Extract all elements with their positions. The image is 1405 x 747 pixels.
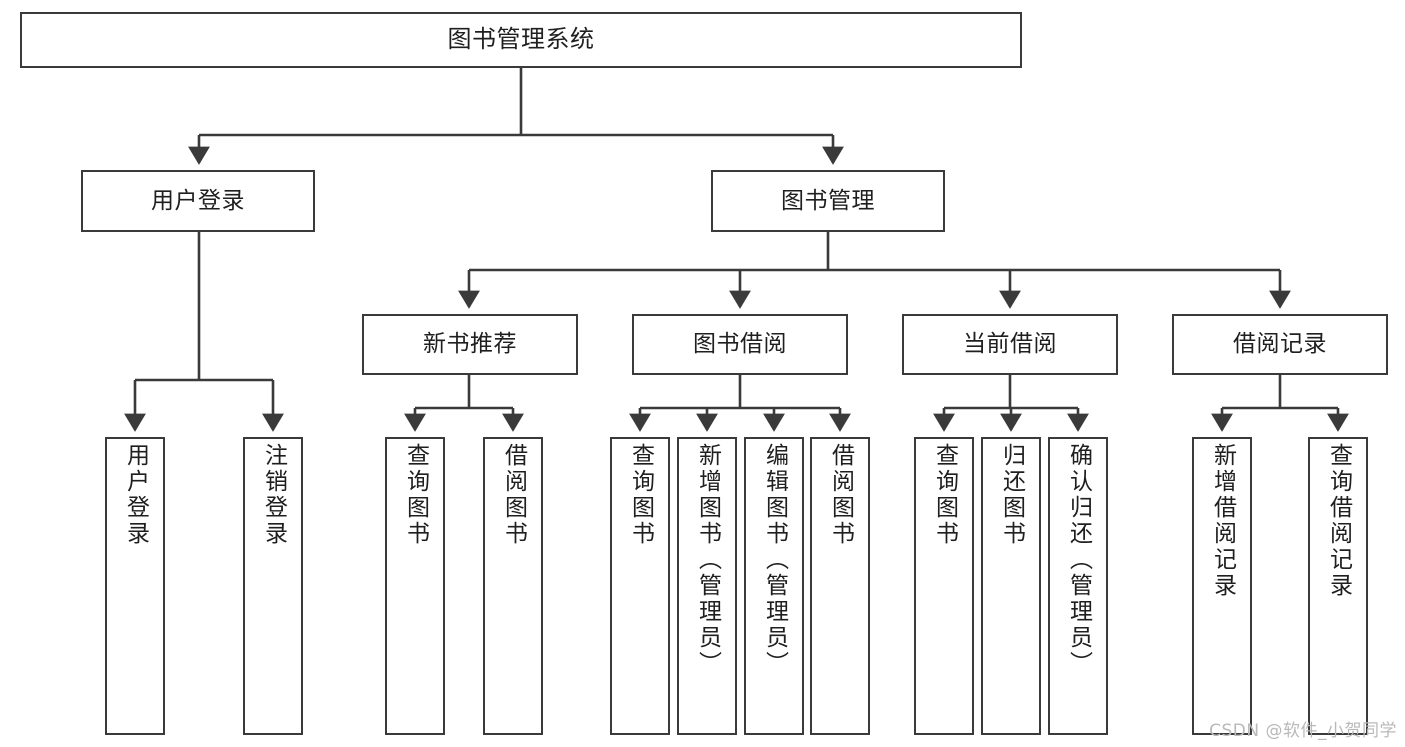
- node-leaf-borrow-book-2[interactable]: 借阅图书: [810, 437, 870, 735]
- node-borrow-record-label: 借阅记录: [1233, 331, 1327, 358]
- node-book-borrow[interactable]: 图书借阅: [632, 314, 848, 375]
- node-leaf-logout-login-label: 注销登录: [260, 443, 287, 547]
- node-leaf-add-borrow-record-label: 新增借阅记录: [1209, 443, 1236, 599]
- node-leaf-logout-login[interactable]: 注销登录: [243, 437, 303, 735]
- node-book-borrow-label: 图书借阅: [693, 331, 787, 358]
- node-leaf-borrow-book-1-label: 借阅图书: [500, 443, 527, 547]
- node-leaf-confirm-return[interactable]: 确认归还（管理员）: [1048, 437, 1108, 735]
- node-current-borrow-label: 当前借阅: [963, 331, 1057, 358]
- node-leaf-add-book-label: 新增图书（管理员）: [694, 443, 721, 677]
- node-book-management[interactable]: 图书管理: [711, 170, 945, 232]
- node-leaf-query-borrow-record[interactable]: 查询借阅记录: [1308, 437, 1368, 735]
- node-leaf-borrow-book-2-label: 借阅图书: [827, 443, 854, 547]
- node-new-book-recommend-label: 新书推荐: [423, 331, 517, 358]
- node-leaf-return-book-label: 归还图书: [998, 443, 1025, 547]
- node-leaf-query-book-2[interactable]: 查询图书: [610, 437, 670, 735]
- node-leaf-query-book-3-label: 查询图书: [931, 443, 958, 547]
- node-leaf-query-book-2-label: 查询图书: [627, 443, 654, 547]
- node-leaf-edit-book-label: 编辑图书（管理员）: [761, 443, 788, 677]
- node-leaf-return-book[interactable]: 归还图书: [981, 437, 1041, 735]
- node-leaf-query-book-1[interactable]: 查询图书: [385, 437, 445, 735]
- node-user-login[interactable]: 用户登录: [81, 170, 315, 232]
- node-leaf-edit-book[interactable]: 编辑图书（管理员）: [744, 437, 804, 735]
- node-leaf-query-book-1-label: 查询图书: [402, 443, 429, 547]
- node-leaf-borrow-book-1[interactable]: 借阅图书: [483, 437, 543, 735]
- csdn-watermark: CSDN @软件_小贺同学: [1209, 721, 1397, 741]
- node-leaf-add-borrow-record[interactable]: 新增借阅记录: [1192, 437, 1252, 735]
- node-leaf-user-login[interactable]: 用户登录: [105, 437, 165, 735]
- node-leaf-query-borrow-record-label: 查询借阅记录: [1325, 443, 1352, 599]
- node-new-book-recommend[interactable]: 新书推荐: [362, 314, 578, 375]
- node-root-system-label: 图书管理系统: [447, 25, 595, 54]
- node-current-borrow[interactable]: 当前借阅: [902, 314, 1118, 375]
- node-leaf-query-book-3[interactable]: 查询图书: [914, 437, 974, 735]
- node-borrow-record[interactable]: 借阅记录: [1172, 314, 1388, 375]
- node-user-login-label: 用户登录: [151, 187, 245, 214]
- node-leaf-user-login-label: 用户登录: [122, 443, 149, 547]
- node-leaf-confirm-return-label: 确认归还（管理员）: [1065, 443, 1092, 677]
- node-leaf-add-book[interactable]: 新增图书（管理员）: [677, 437, 737, 735]
- node-book-management-label: 图书管理: [781, 187, 875, 214]
- node-root-system[interactable]: 图书管理系统: [20, 12, 1022, 68]
